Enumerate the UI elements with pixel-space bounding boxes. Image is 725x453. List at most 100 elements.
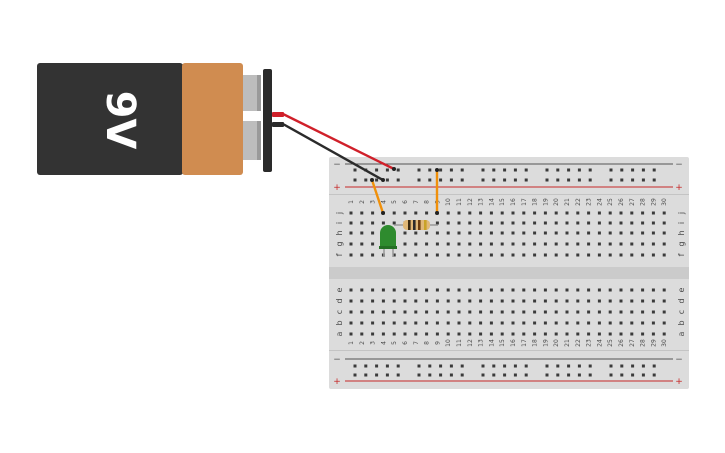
bottom-strip-hole	[662, 299, 666, 303]
top-strip-row-label-left: j	[335, 212, 344, 215]
bottom-strip-hole	[608, 288, 612, 292]
positive-lead-clip	[272, 112, 284, 117]
bottom-strip-hole	[349, 332, 353, 336]
top-strip-hole	[554, 231, 558, 235]
bottom-strip-hole	[479, 310, 483, 314]
rail-bottom-hole	[513, 373, 517, 377]
column-number-bottom: 19	[542, 339, 549, 347]
top-strip-hole	[360, 221, 364, 225]
top-strip-hole	[576, 231, 580, 235]
column-number-top: 15	[499, 198, 506, 206]
top-strip-hole	[349, 253, 353, 257]
rail-top-hole	[481, 168, 485, 172]
rail-bottom-hole	[556, 364, 560, 368]
top-strip-hole	[468, 231, 472, 235]
top-strip-hole	[608, 231, 612, 235]
bottom-strip-hole	[565, 332, 569, 336]
bottom-strip-hole	[457, 332, 461, 336]
top-strip-hole	[360, 253, 364, 257]
column-number-bottom: 23	[586, 339, 593, 347]
top-strip-hole	[371, 221, 375, 225]
rail-top-hole	[631, 178, 635, 182]
bottom-strip-hole	[371, 299, 375, 303]
bottom-strip-hole	[414, 299, 418, 303]
rail-bottom-hole	[396, 364, 400, 368]
column-number-top: 23	[586, 198, 593, 206]
top-strip-hole	[641, 242, 645, 246]
rail-top-hole	[652, 168, 656, 172]
bottom-strip-hole	[479, 288, 483, 292]
column-number-top: 21	[564, 198, 571, 206]
top-strip-hole	[489, 211, 493, 215]
bottom-strip-hole	[641, 310, 645, 314]
bottom-strip-hole	[641, 299, 645, 303]
rail-bottom-label-bottom: +	[675, 377, 683, 387]
top-strip-hole	[435, 242, 439, 246]
bottom-strip-hole	[414, 332, 418, 336]
column-number-top: 27	[629, 198, 636, 206]
bottom-strip-hole	[479, 332, 483, 336]
top-strip-hole	[468, 253, 472, 257]
rail-top-hole	[620, 178, 624, 182]
top-strip-row-label-left: g	[335, 241, 344, 246]
rail-bottom-hole	[460, 373, 464, 377]
top-strip-hole	[371, 253, 375, 257]
bottom-strip-hole	[543, 332, 547, 336]
rail-bottom-hole	[567, 364, 571, 368]
top-strip-hole	[587, 242, 591, 246]
rail-bottom-hole	[449, 364, 453, 368]
rail-top-hole	[545, 178, 549, 182]
bottom-strip-hole	[608, 310, 612, 314]
bottom-strip-hole	[651, 299, 655, 303]
rail-top-label-bottom: +	[675, 183, 683, 193]
bottom-strip-row-label-left: b	[335, 320, 344, 325]
wire-end-point	[392, 167, 396, 171]
negative-lead-clip	[272, 122, 284, 127]
column-number-bottom: 26	[618, 339, 625, 347]
top-strip-hole	[360, 242, 364, 246]
bottom-strip-hole	[381, 310, 385, 314]
negative-wire	[281, 122, 385, 182]
rail-bottom-hole	[620, 364, 624, 368]
bottom-strip-hole	[392, 332, 396, 336]
rail-bottom-hole	[503, 373, 507, 377]
top-strip-hole	[371, 242, 375, 246]
column-number-bottom: 7	[413, 341, 420, 345]
column-number-bottom: 6	[402, 341, 409, 345]
column-number-bottom: 10	[445, 339, 452, 347]
rail-top-hole	[396, 168, 400, 172]
rail-bottom-label-top: −	[333, 355, 341, 365]
bottom-strip-hole	[641, 332, 645, 336]
bottom-strip-hole	[522, 321, 526, 325]
top-strip-hole	[381, 221, 385, 225]
rail-top-hole	[417, 168, 421, 172]
top-strip-hole	[511, 211, 515, 215]
top-strip-hole	[641, 211, 645, 215]
bottom-strip-hole	[554, 288, 558, 292]
rail-top-hole	[609, 178, 613, 182]
column-number-top: 19	[542, 198, 549, 206]
battery-body	[37, 63, 183, 175]
rail-top-hole	[652, 178, 656, 182]
bottom-strip-hole	[554, 310, 558, 314]
top-strip-hole	[457, 211, 461, 215]
jumper-wire-1	[370, 178, 385, 215]
top-strip-hole	[479, 221, 483, 225]
top-strip-hole	[414, 231, 418, 235]
bottom-strip-hole	[662, 310, 666, 314]
top-strip-hole	[468, 211, 472, 215]
column-number-bottom: 28	[640, 339, 647, 347]
bottom-strip-hole	[651, 321, 655, 325]
bottom-strip-hole	[662, 321, 666, 325]
bottom-strip-row-label-right: c	[677, 310, 686, 314]
bottom-strip-hole	[651, 288, 655, 292]
column-number-top: 10	[445, 198, 452, 206]
bottom-strip-hole	[576, 288, 580, 292]
bottom-strip-hole	[500, 310, 504, 314]
bottom-strip-hole	[522, 332, 526, 336]
top-strip-hole	[630, 242, 634, 246]
rail-top-hole	[439, 168, 443, 172]
rail-top-hole	[417, 178, 421, 182]
rail-bottom-hole	[481, 373, 485, 377]
rail-top-hole	[567, 178, 571, 182]
